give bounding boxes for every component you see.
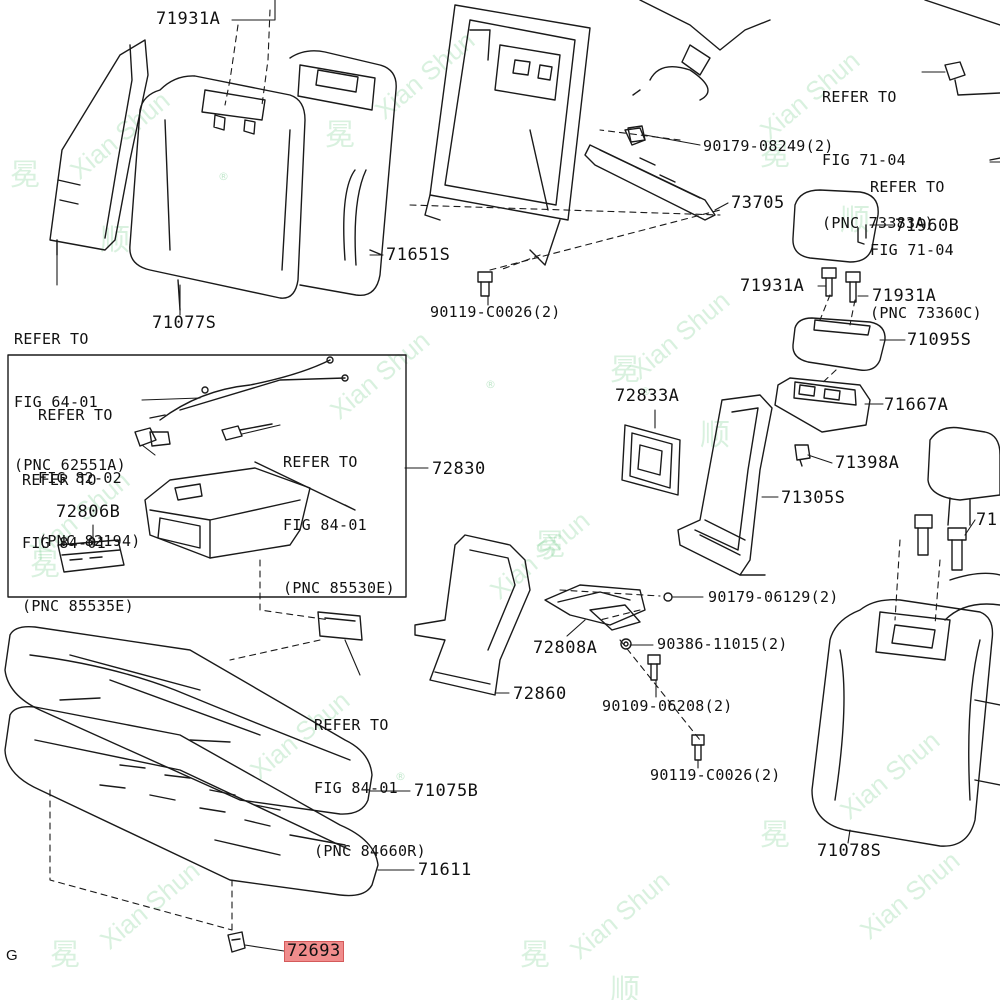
reference-fig-84-01-b: REFER TO FIG 84-01 (PNC 85530E) <box>283 453 395 597</box>
reference-fig-71-04-a: REFER TO FIG 71-04 (PNC 73383A) <box>822 88 934 232</box>
side-trim-panel <box>49 39 149 256</box>
part-label: 71077S <box>152 313 217 333</box>
seat-cushion-frame <box>4 705 379 897</box>
part-label: 71931A <box>740 276 805 296</box>
headrest-guide-right <box>845 271 861 303</box>
seat-side-bracket <box>414 534 531 696</box>
part-label: 71667A <box>884 395 949 415</box>
usb-port-85535e <box>134 427 171 447</box>
watermark-reg: ® <box>395 770 406 783</box>
watermark-char: 冕 <box>760 818 790 853</box>
seatback-right-71078s <box>811 572 1000 847</box>
headrest-right <box>927 426 1000 526</box>
part-label: 90119-C0026(2) <box>430 303 561 321</box>
part-label: 90179-06129(2) <box>708 588 839 606</box>
switch-84660r <box>317 611 363 641</box>
cover-panel-72833a <box>621 424 681 496</box>
part-label: 90119-C0026(2) <box>650 766 781 784</box>
part-label: 71 <box>976 510 998 530</box>
watermark-reg: ® <box>218 170 229 183</box>
seatbelt-bracket <box>584 127 716 221</box>
seatback-cover-left <box>289 50 397 297</box>
tray-72806b <box>57 539 125 573</box>
corner-letter: G <box>6 947 19 964</box>
seat-cushion-pad <box>4 625 373 815</box>
part-label: 72806B <box>56 502 121 522</box>
watermark-char: 冕 <box>520 938 550 973</box>
seatback-release-cable <box>632 0 771 101</box>
part-label: 90109-06208(2) <box>602 697 733 715</box>
headrest-guide-right-b <box>947 527 967 571</box>
part-label: 73705 <box>731 193 785 213</box>
assembly-group-box <box>7 354 407 598</box>
armrest-cover <box>792 317 886 371</box>
watermark-char: 顺 <box>610 973 640 1000</box>
headrest-guide-left <box>821 267 837 297</box>
part-label: 90386-11015(2) <box>657 635 788 653</box>
clip-90179-08249 <box>627 125 646 143</box>
part-label: 72860 <box>513 684 567 704</box>
reference-fig-84-01-a: REFER TO FIG 84-01 (PNC 85535E) <box>22 471 134 615</box>
highlighted-part-label: 72693 <box>284 941 344 962</box>
part-label: 72833A <box>615 386 680 406</box>
part-label: 71611 <box>418 860 472 880</box>
part-label: 71651S <box>386 245 451 265</box>
wiring-harness-82194 <box>149 356 349 421</box>
part-label: 71305S <box>781 488 846 508</box>
clip-72693 <box>227 931 246 953</box>
watermark-char: 冕 <box>50 938 80 973</box>
reference-fig-82-02: REFER TO FIG 82-02 (PNC 82194) <box>38 406 141 550</box>
reference-fig-64-01: REFER TO FIG 64-01 (PNC 62551A) <box>14 330 126 474</box>
watermark-char: 冕 <box>535 528 565 563</box>
reference-fig-84-01-c: REFER TO FIG 84-01 (PNC 84660R) <box>314 716 426 860</box>
part-label: 71095S <box>907 330 972 350</box>
watermark-char: 顺 <box>840 203 870 238</box>
connector-85530e <box>221 423 273 441</box>
watermark-reg: ® <box>640 385 651 398</box>
seatback-frame <box>424 4 591 266</box>
watermark-char: 冕 <box>325 118 355 153</box>
armrest-box-72830 <box>144 461 356 559</box>
headrest-guide-right-a <box>914 514 933 556</box>
watermark-char: 冕 <box>30 548 60 583</box>
part-label: 71075B <box>414 781 479 801</box>
part-label: 71078S <box>817 841 882 861</box>
assembly-dashed-lines <box>49 9 941 931</box>
armrest-pad <box>774 377 871 433</box>
reference-fig-71-04-b: REFER TO FIG 71-04 (PNC 73360C) <box>870 178 982 322</box>
seatback-cushion-left <box>129 75 306 311</box>
bolt-90119-top <box>477 271 493 297</box>
part-label: 72808A <box>533 638 598 658</box>
watermark-char: 冕 <box>760 138 790 173</box>
part-label: 72830 <box>432 459 486 479</box>
watermark-reg: ® <box>485 378 496 391</box>
bolt-90179-06129 <box>663 592 673 602</box>
part-label: 71931A <box>156 9 221 29</box>
bolt-90386-11015 <box>620 638 632 650</box>
part-label: 90179-08249(2) <box>703 137 834 155</box>
part-label: 71398A <box>835 453 900 473</box>
headrest-center <box>792 189 879 263</box>
part-label: 71931A <box>872 286 937 306</box>
part-label: 71960B <box>895 216 960 236</box>
bolt-90109-06208 <box>647 654 661 681</box>
cable-connector-right <box>924 0 1000 161</box>
watermark-char: 冕 <box>610 353 640 388</box>
clip-71398a <box>794 444 811 467</box>
armrest-frame <box>677 394 773 576</box>
watermark-char: 冕 <box>10 158 40 193</box>
leader-lines <box>56 0 1000 952</box>
bolt-90119-bottom <box>691 734 705 761</box>
hinge-72808a <box>544 584 646 631</box>
